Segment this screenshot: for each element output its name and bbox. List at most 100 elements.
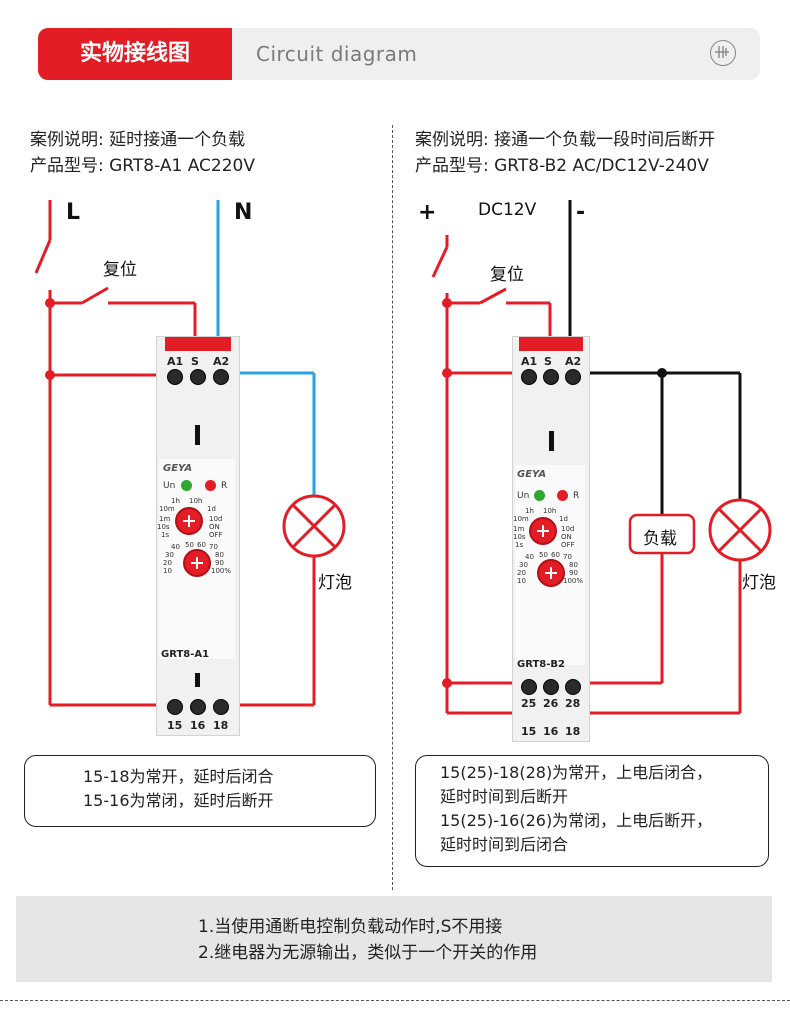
right-note-box: 15(25)-18(28)为常开，上电后闭合， 延时时间到后断开 15(25)-…	[415, 755, 769, 867]
left-dial-pct-label-4: 70	[209, 543, 218, 551]
right-dial-time-label-4: 1d	[559, 515, 568, 523]
left-relay-screw-18	[213, 699, 229, 715]
right-relay-screw-26	[543, 679, 559, 695]
left-relay-term-s: S	[191, 355, 199, 368]
right-desc-case: 案例说明: 接通一个负载一段时间后断开	[415, 130, 716, 150]
right-relay-output-led	[557, 490, 568, 501]
left-dial-time-label-6: 10d	[209, 515, 223, 523]
bottom-note-box	[16, 896, 772, 982]
right-relay-term-25: 25	[521, 697, 537, 710]
right-relay-term-a2: A2	[565, 355, 582, 368]
right-relay-term-18: 18	[565, 725, 581, 738]
right-note-line-3: 15(25)-16(26)为常闭，上电后断开，	[440, 811, 713, 830]
left-relay-screw-a1	[167, 369, 183, 385]
right-dial-time-label-5: 1m	[513, 525, 525, 533]
left-dial-time-label-1: 1h	[171, 497, 180, 505]
bottom-note-line-1: 1.当使用通断电控制负载动作时,S不用接	[198, 917, 503, 937]
right-wiring-diagram	[431, 200, 772, 715]
left-bulb-label: 灯泡	[318, 573, 352, 593]
right-note-line-2: 延时时间到后断开	[440, 787, 569, 806]
right-dial-pct-label-8: 90	[569, 569, 578, 577]
left-dial-pct-label-3: 60	[197, 541, 206, 549]
right-time-range-knob[interactable]	[529, 517, 557, 545]
bottom-divider	[0, 1000, 790, 1001]
right-relay-screw-a2	[565, 369, 581, 385]
bottom-notes: 1.当使用通断电控制负载动作时,S不用接 2.继电器为无源输出，类似于一个开关的…	[198, 914, 537, 966]
right-relay-screw-s	[543, 369, 559, 385]
right-label-minus: -	[576, 200, 586, 225]
left-percentage-knob[interactable]	[183, 549, 211, 577]
right-relay-body: A1 S A2 GEYA Un R 1h 10h 10m 1d 1m 10d 1…	[512, 336, 590, 742]
right-label-plus: +	[418, 200, 437, 225]
right-description: 案例说明: 接通一个负载一段时间后断开 产品型号: GRT8-B2 AC/DC1…	[415, 127, 715, 179]
right-dial-time-label-7: 10s	[513, 533, 526, 541]
left-time-range-knob[interactable]	[175, 507, 203, 535]
left-dial-pct-label-9: 10	[163, 567, 172, 575]
left-reset-switch	[81, 286, 109, 305]
right-relay-screw-28	[565, 679, 581, 695]
right-relay-led-r-label: R	[573, 491, 580, 501]
right-relay-brand: GEYA	[517, 469, 547, 480]
left-desc-model: 产品型号: GRT8-A1 AC220V	[30, 156, 255, 176]
right-dial-time-label-2: 10h	[543, 507, 557, 515]
right-bulb-label: 灯泡	[742, 573, 776, 593]
right-relay-term-26: 26	[543, 697, 559, 710]
left-dial-time-label-3: 10m	[159, 505, 175, 513]
left-relay-slot-bottom	[195, 673, 200, 687]
left-relay-screw-15	[167, 699, 183, 715]
left-relay-led-un-label: Un	[163, 481, 176, 491]
left-description: 案例说明: 延时接通一个负载 产品型号: GRT8-A1 AC220V	[30, 127, 255, 179]
right-dial-time-label-10: OFF	[561, 541, 575, 549]
header-title-en: Circuit diagram	[256, 42, 418, 66]
left-relay-output-led	[205, 480, 216, 491]
left-relay-term-15: 15	[167, 719, 183, 732]
left-main-switch	[34, 239, 52, 274]
right-desc-model: 产品型号: GRT8-B2 AC/DC12V-240V	[415, 156, 709, 176]
left-dial-time-label-10: OFF	[209, 531, 223, 539]
right-dial-pct-label-3: 60	[551, 551, 560, 559]
left-relay-term-a1: A1	[167, 355, 184, 368]
right-relay-screw-a1	[521, 369, 537, 385]
right-relay-led-un-label: Un	[517, 491, 530, 501]
right-dial-time-label-6: 10d	[561, 525, 575, 533]
header-title-cn: 实物接线图	[38, 28, 232, 80]
left-dial-time-label-8: ON	[209, 523, 220, 531]
left-relay-screw-s	[190, 369, 206, 385]
right-note-line-1: 15(25)-18(28)为常开，上电后闭合，	[440, 763, 713, 782]
left-dial-time-label-2: 10h	[189, 497, 203, 505]
left-reset-label: 复位	[103, 260, 137, 280]
left-relay-top-clip	[165, 337, 231, 351]
right-dial-pct-label-6: 80	[569, 561, 578, 569]
right-reset-switch	[479, 287, 507, 305]
right-dial-pct-label-7: 20	[517, 569, 526, 577]
right-load-label: 负载	[643, 529, 677, 549]
right-relay-slot	[549, 431, 554, 451]
right-relay-model: GRT8-B2	[517, 659, 565, 670]
right-dial-time-label-3: 10m	[513, 515, 529, 523]
left-relay-screw-16	[190, 699, 206, 715]
center-divider	[392, 125, 393, 890]
left-note-box: 15-18为常开，延时后闭合 15-16为常闭，延时后断开	[24, 755, 376, 827]
right-dial-pct-label-10: 100%	[563, 577, 584, 585]
left-dial-time-label-9: 1s	[161, 531, 170, 539]
left-relay-term-18: 18	[213, 719, 229, 732]
right-percentage-knob[interactable]	[537, 559, 565, 587]
right-main-switch	[431, 246, 449, 278]
right-reset-label: 复位	[490, 265, 524, 285]
left-relay-model: GRT8-A1	[161, 649, 210, 660]
right-relay-power-led	[534, 490, 545, 501]
left-dial-pct-label-5: 30	[165, 551, 174, 559]
right-dial-pct-label-9: 10	[517, 577, 526, 585]
left-relay-brand: GEYA	[163, 463, 193, 474]
left-dial-pct-label-7: 20	[163, 559, 172, 567]
left-relay-power-led	[181, 480, 192, 491]
right-relay-screw-25	[521, 679, 537, 695]
left-note-line-1: 15-18为常开，延时后闭合	[83, 767, 274, 786]
right-relay-term-15: 15	[521, 725, 537, 738]
left-relay-screw-a2	[213, 369, 229, 385]
right-label-dc: DC12V	[478, 200, 537, 220]
circuit-icon	[710, 40, 736, 66]
right-relay-term-s: S	[544, 355, 552, 368]
left-relay-term-16: 16	[190, 719, 206, 732]
right-note-line-4: 延时时间到后闭合	[440, 835, 569, 854]
